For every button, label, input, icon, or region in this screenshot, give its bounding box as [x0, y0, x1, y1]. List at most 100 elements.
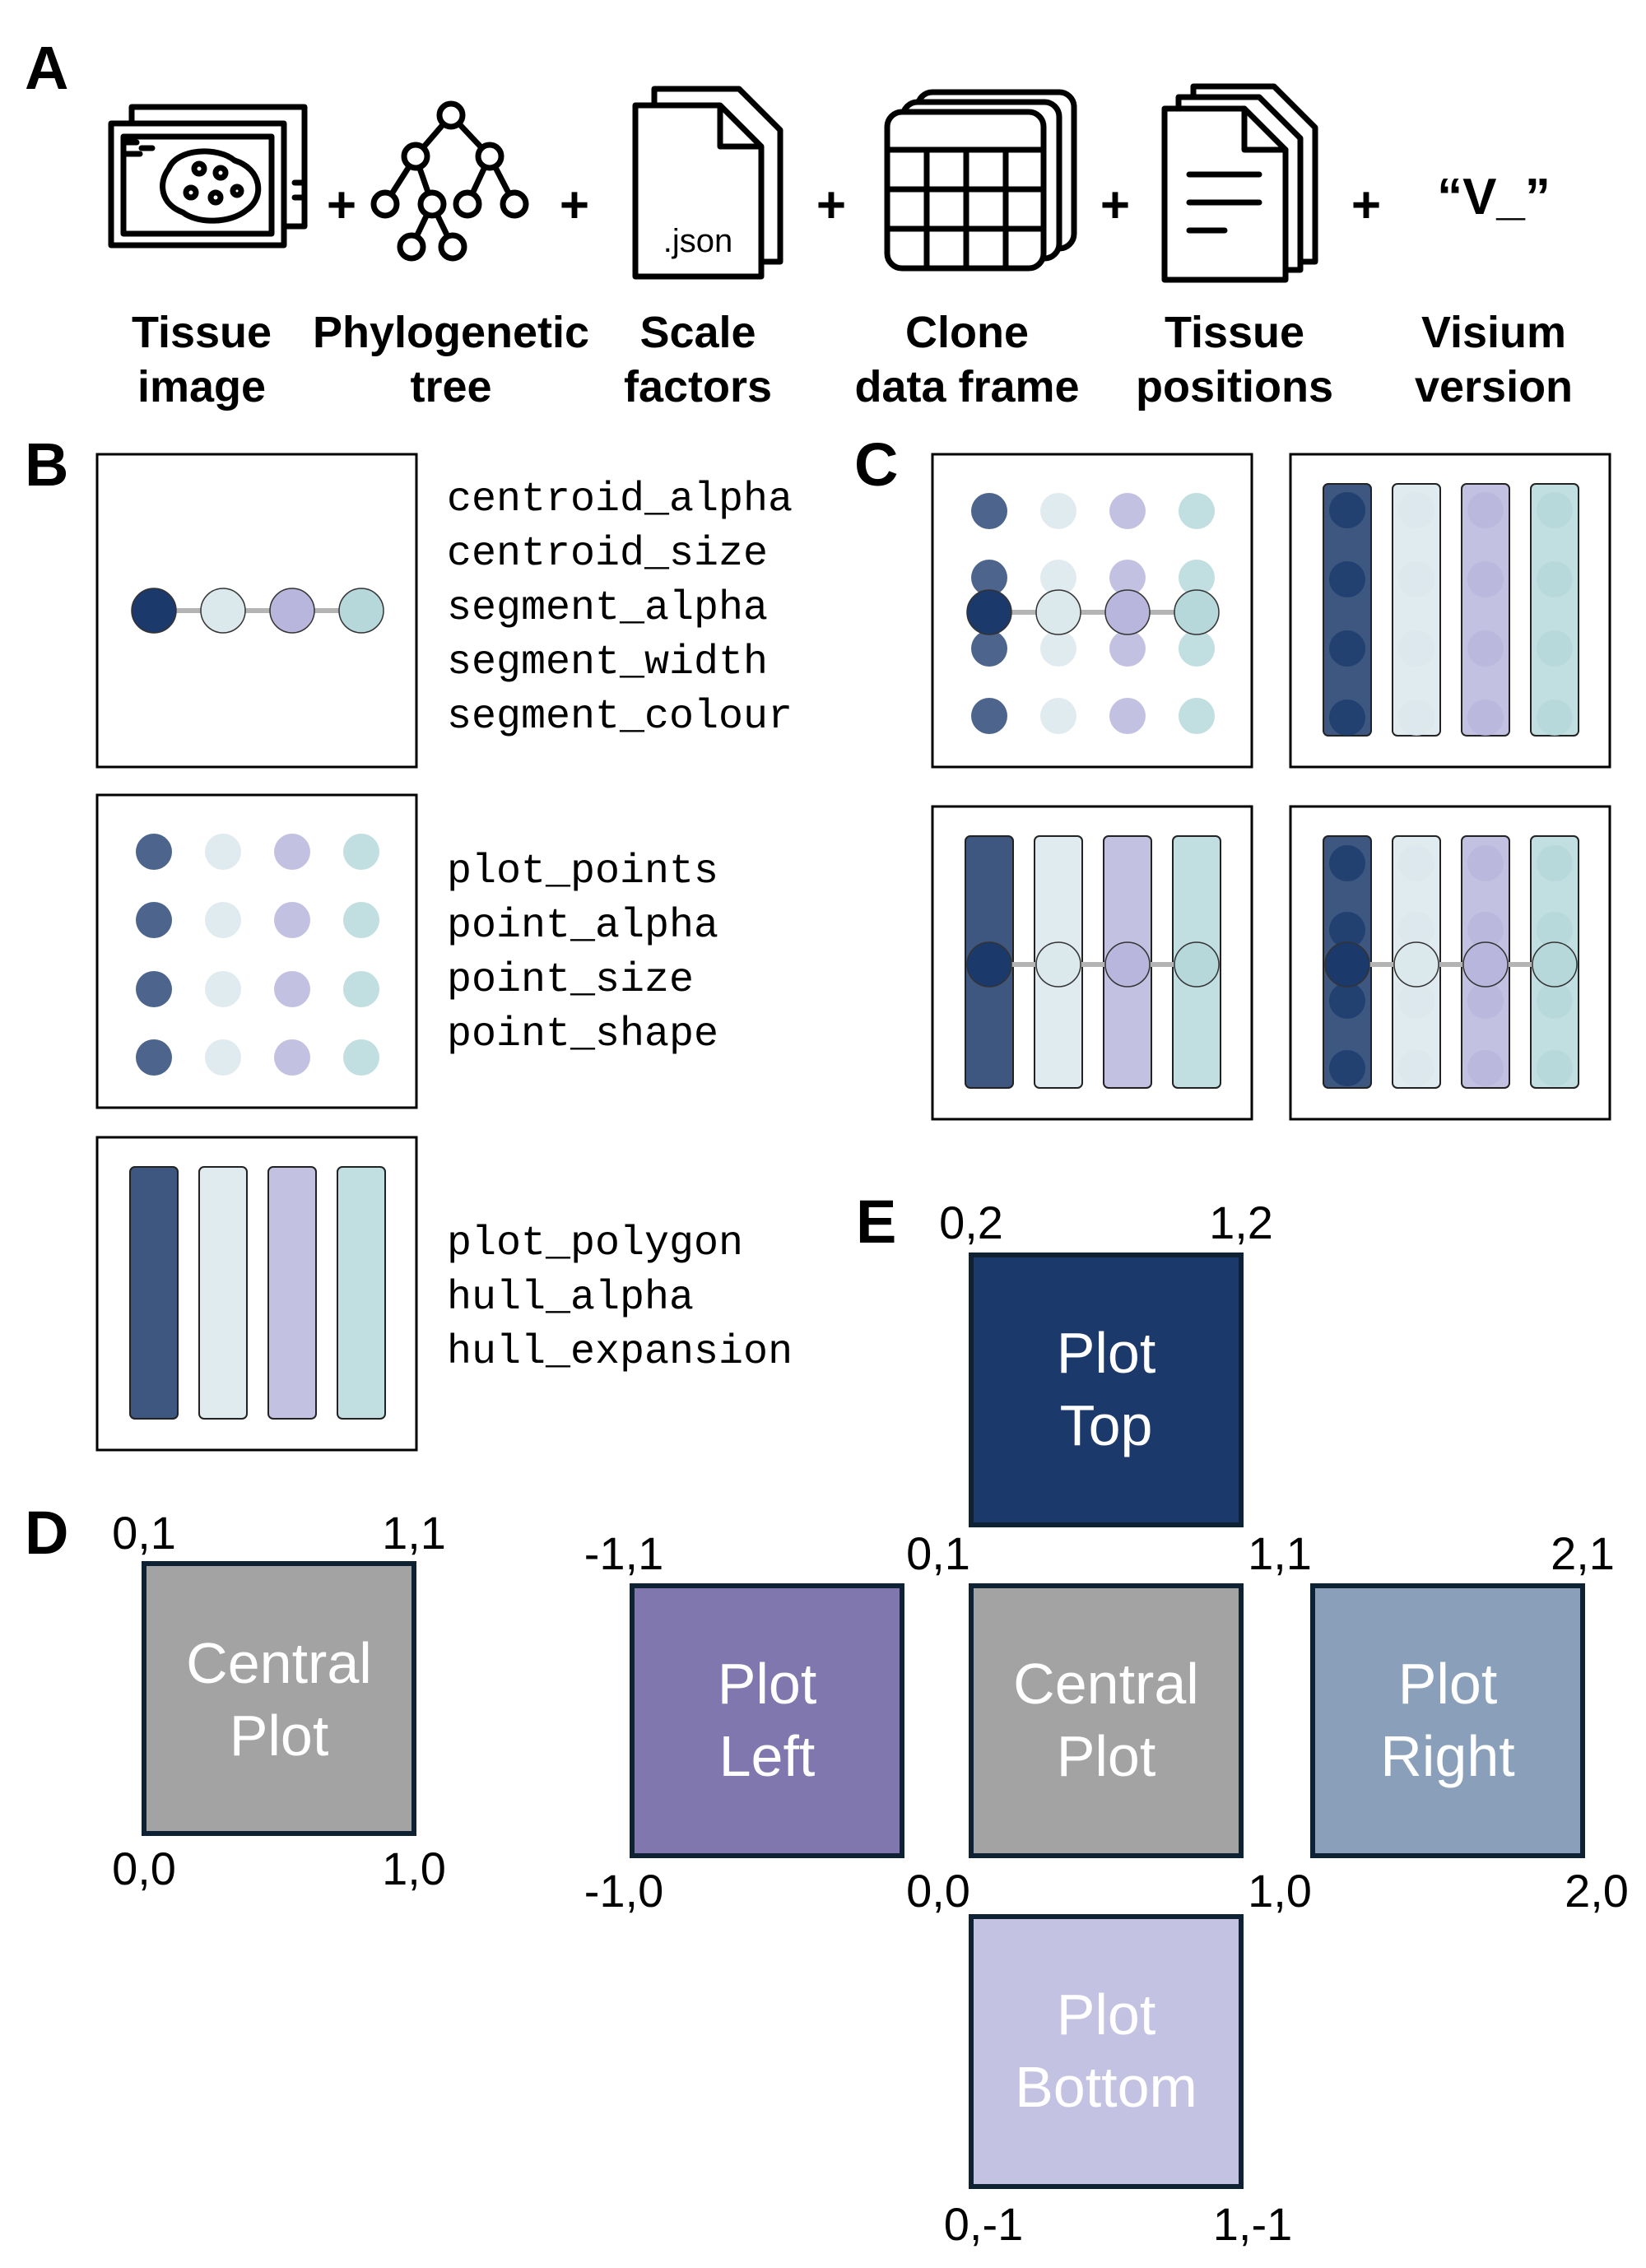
plot-left-box: [630, 1583, 904, 1858]
plot-bottom-label: Bottom: [1015, 2055, 1197, 2119]
data-point: [205, 902, 241, 938]
corner-coordinate: 1,2: [1209, 1197, 1273, 1248]
centroid-point: [200, 588, 246, 634]
centroid-point: [966, 941, 1012, 988]
plot-bottom-box: [969, 1914, 1244, 2189]
data-point: [136, 971, 172, 1007]
data-point: [205, 834, 241, 870]
panel-a-letter: A: [25, 34, 68, 102]
hull-polygon: [337, 1166, 386, 1420]
centroid-point: [1462, 941, 1509, 988]
hull-polygon: [129, 1166, 179, 1420]
central-plot-box: [969, 1583, 1244, 1858]
combined-polygon-points-example: [1323, 483, 1579, 737]
data-point: [1329, 492, 1365, 528]
data-point: [1467, 630, 1504, 667]
parameter-name: segment_colour: [447, 694, 793, 741]
data-point: [1040, 493, 1076, 529]
input-label: factors: [624, 362, 772, 411]
data-point: [1467, 983, 1504, 1019]
json-label: .json: [663, 223, 733, 259]
plot-right-label: Plot: [1398, 1652, 1498, 1716]
input-label: Clone: [905, 308, 1029, 357]
data-point: [1398, 561, 1434, 597]
data-point: [1467, 492, 1504, 528]
data-point: [1398, 1050, 1434, 1086]
data-point: [1329, 630, 1365, 667]
centroid-point: [1104, 589, 1151, 635]
data-point: [136, 834, 172, 870]
plot-top-label: Plot: [1057, 1321, 1156, 1385]
clone-table-icon: [884, 89, 1077, 272]
data-point: [1537, 630, 1573, 667]
data-point: [1398, 845, 1434, 881]
data-point: [1179, 560, 1215, 596]
plot-top-box: [969, 1253, 1244, 1527]
parameter-name: centroid_size: [447, 531, 768, 578]
plus-sign: +: [816, 177, 846, 234]
data-point: [1329, 699, 1365, 736]
data-point: [1467, 845, 1504, 881]
centroid-segment-example: [131, 588, 384, 634]
parameter-name: hull_expansion: [447, 1329, 793, 1376]
centroid-point: [338, 588, 384, 634]
corner-coordinate: 0,-1: [944, 2198, 1024, 2250]
plot-right-box: [1310, 1583, 1585, 1858]
combined-polygon-centroids-example: [965, 835, 1221, 1089]
input-label: Scale: [639, 308, 756, 357]
plot-bottom-label: Plot: [1057, 1982, 1156, 2047]
data-point: [971, 630, 1007, 667]
data-point: [274, 834, 310, 870]
data-point: [1398, 492, 1434, 528]
parameter-name: segment_width: [447, 639, 768, 686]
central-plot-label: Central: [1013, 1652, 1199, 1716]
data-point: [1467, 561, 1504, 597]
parameter-name: point_alpha: [447, 903, 718, 950]
centroid-point: [131, 588, 177, 634]
data-point: [1329, 912, 1365, 948]
corner-coordinate: 0,0: [906, 1865, 970, 1917]
input-label: version: [1415, 362, 1573, 411]
plot-top-label: Top: [1060, 1393, 1153, 1457]
data-point: [274, 902, 310, 938]
data-point: [1467, 912, 1504, 948]
corner-coordinate: -1,0: [584, 1865, 664, 1917]
input-label: Tissue: [132, 308, 272, 357]
data-point: [205, 1039, 241, 1076]
data-point: [1329, 983, 1365, 1019]
panel-c-letter: C: [854, 430, 898, 499]
data-point: [1179, 493, 1215, 529]
centroid-point: [966, 589, 1012, 635]
central-plot-box: [142, 1561, 416, 1836]
data-point: [1537, 561, 1573, 597]
data-point: [1537, 1050, 1573, 1086]
data-point: [1398, 983, 1434, 1019]
data-point: [1109, 493, 1146, 529]
data-point: [343, 834, 379, 870]
input-labels: TissueimagePhylogenetictreeScalefactorsC…: [132, 308, 1573, 411]
input-label: tree: [410, 362, 491, 411]
parameter-name: centroid_alpha: [447, 476, 793, 523]
plot-left-label: Left: [719, 1724, 816, 1788]
data-point: [136, 902, 172, 938]
data-point: [971, 698, 1007, 734]
central-plot-label: Central: [186, 1631, 372, 1695]
hull-polygon: [267, 1166, 317, 1420]
data-point: [1329, 561, 1365, 597]
corner-coordinate: 0,0: [112, 1843, 176, 1894]
corner-coordinate: 1,1: [382, 1507, 446, 1559]
data-point: [1179, 698, 1215, 734]
centroid-point: [1035, 589, 1081, 635]
data-point: [1467, 1050, 1504, 1086]
data-point: [1537, 699, 1573, 736]
panel-d-letter: D: [25, 1499, 68, 1567]
plus-sign: +: [1100, 177, 1130, 234]
data-point: [1537, 845, 1573, 881]
data-point: [1537, 983, 1573, 1019]
centroid-point: [1174, 589, 1220, 635]
plot-right-label: Right: [1380, 1724, 1514, 1788]
data-point: [274, 1039, 310, 1076]
parameter-name: point_shape: [447, 1011, 718, 1058]
tissue-positions-document-icon: [1161, 83, 1318, 283]
